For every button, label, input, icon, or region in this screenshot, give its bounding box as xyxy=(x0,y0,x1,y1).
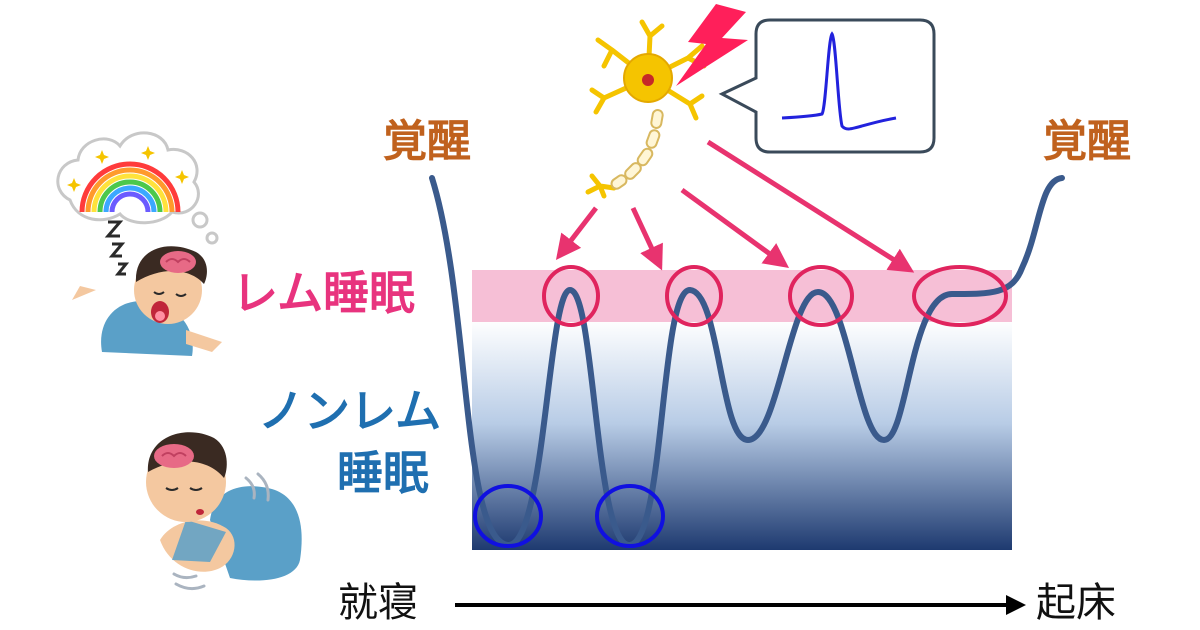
neuron-arrow-2 xyxy=(630,206,663,271)
sleeping-boy-dreaming-icon xyxy=(56,131,222,356)
neuron-arrow-1 xyxy=(555,206,598,260)
rem-marker-3 xyxy=(788,265,854,327)
neuron-arrow-4 xyxy=(706,139,915,273)
rem-marker-1 xyxy=(542,265,600,327)
deep-sleep-marker-2 xyxy=(595,484,665,548)
neuron-arrow-3 xyxy=(680,187,790,268)
wakeup-label: 起床 xyxy=(1036,580,1116,626)
lightning-bolt-icon xyxy=(676,4,748,86)
rem-sleep-label: レム睡眠 xyxy=(232,266,416,320)
bedtime-label: 就寝 xyxy=(338,580,418,626)
deep-sleep-marker-1 xyxy=(473,484,543,548)
sleeping-boy-icon xyxy=(146,432,302,591)
nrem-sleep-label-line1: ノンレム xyxy=(258,384,442,438)
neuron-icon xyxy=(585,19,707,199)
action-potential-bubble-icon xyxy=(718,18,936,154)
awake-label-left: 覚醒 xyxy=(383,116,471,167)
sleep-stage-curve xyxy=(429,175,1065,549)
awake-label-right: 覚醒 xyxy=(1043,116,1131,167)
nrem-sleep-label-line2: 睡眠 xyxy=(337,446,429,500)
rem-marker-2 xyxy=(665,265,723,327)
rem-marker-4 xyxy=(912,265,1008,327)
